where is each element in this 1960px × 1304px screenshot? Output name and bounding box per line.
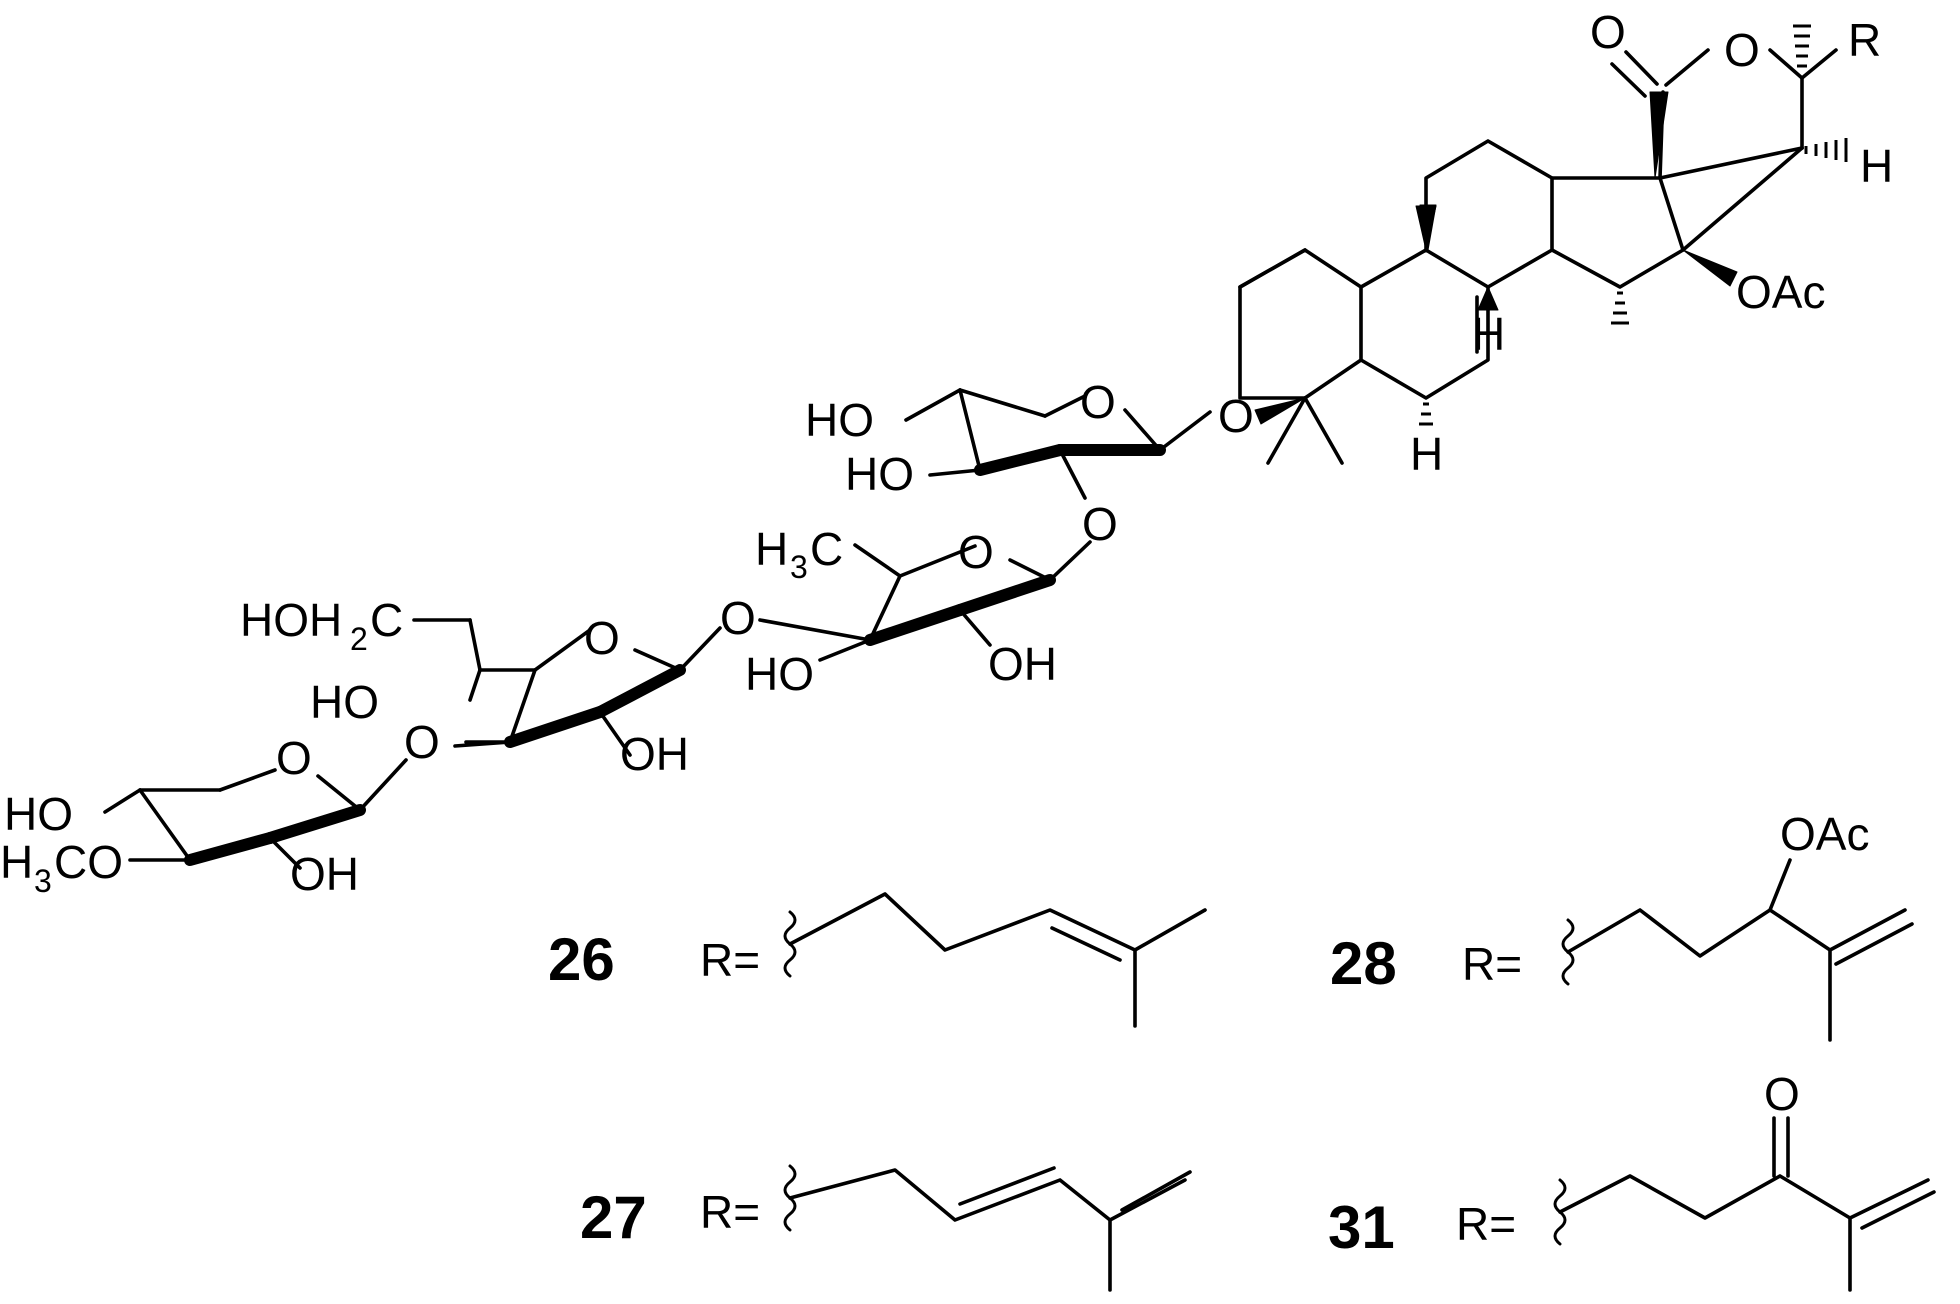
c22-methyl-hash [1793,24,1811,68]
c9-h-wedge [1477,286,1499,311]
xylose-3-hydroxyl-label: HO [845,448,914,500]
aglycone-core: O O R H OAc H H O [1218,6,1893,480]
side-chain-31 [1558,1174,1930,1220]
methylxylose-methoxy-label: CO [54,836,123,888]
side-chain-27 [788,1168,1187,1222]
glucose-ring: O HOH 2 C HO O OH [240,594,722,780]
compound-27: 27 R= [580,1164,1192,1292]
glucose-hydroxymethyl-c-label: C [370,594,403,646]
glycosidic-oxygen-label: O [1218,390,1254,442]
r-equals-label-26: R= [700,934,760,986]
ketone-oxygen-label-31: O [1764,1068,1800,1120]
ring-d-bonds [1550,176,1685,289]
methylxylose-hydroxyl-label: HO [4,788,73,840]
c3-o-wedge [1254,397,1306,425]
ring-a-bonds [1238,248,1363,400]
compound-26: 26 R= [548,892,1207,1028]
c5-h-hash [1419,402,1433,426]
c16-oac-wedge [1682,249,1738,287]
compound-31: 31 R= O [1328,1068,1936,1292]
xylose-ring: O HO HO O [805,376,1212,550]
ring-c-bonds [1424,139,1554,289]
lactone-oxygen-label: O [1724,24,1760,76]
xylose-ring-oxygen-label: O [1080,376,1116,428]
methylxylose-ring-oxygen-label: O [276,732,312,784]
glucose-3-oxygen-label: O [404,716,440,768]
rhamnose-ring: O H 3 C HO OH O [720,523,1092,700]
compound-number-27: 27 [580,1184,647,1251]
c16-acetoxy-label: OAc [1736,266,1825,318]
rhamnose-glucose-link-oxygen-label: O [720,592,756,644]
side-chain-28 [1566,908,1907,958]
rhamnose-methyl-c-label: C [810,523,843,575]
c14-methyl-hash [1611,291,1629,325]
c5-hydrogen-label: H [1410,428,1443,480]
compound-28: 28 R= OAc [1330,808,1914,1042]
xylose-4-hydroxyl-label: HO [805,394,874,446]
rhamnose-hydroxyl-left-label: HO [745,648,814,700]
r-equals-label-31: R= [1456,1198,1516,1250]
glucose-2-hydroxyl-label: OH [620,728,689,780]
compound-number-26: 26 [548,926,615,993]
rhamnose-hydroxyl-right-label: OH [988,638,1057,690]
rhamnose-ring-oxygen-label: O [958,526,994,578]
lactone-c-o [1664,48,1710,87]
side-chain-26 [788,892,1137,952]
r-group-label: R [1848,14,1881,66]
glucose-hydroxymethyl-subscript: 2 [350,621,368,657]
ring-b-bonds [1359,248,1490,400]
compound-number-31: 31 [1328,1194,1395,1261]
c9-hydrogen-label: H [1472,308,1505,360]
methylxylose-ring: O HO H 3 CO OH [0,732,408,900]
c20-hydrogen-label: H [1860,140,1893,192]
methylxylose-methoxy-h-label: H [0,836,33,888]
compound-number-28: 28 [1330,930,1397,997]
r-equals-label-27: R= [700,1186,760,1238]
rhamnose-methyl-subscript: 3 [790,549,808,585]
methylxylose-hydroxyl-right-label: OH [290,848,359,900]
carbonyl-oxygen-label: O [1590,6,1626,58]
glucose-ring-oxygen-label: O [584,612,620,664]
methylxylose-methoxy-subscript: 3 [34,863,52,899]
xylose-2-oxygen-label: O [1082,498,1118,550]
c20-h-hash [1804,138,1848,162]
r-equals-label-28: R= [1462,938,1522,990]
glucose-hydroxymethyl-label: HOH [240,594,342,646]
acetoxy-label-28: OAc [1780,808,1869,860]
glucose-4-hydroxyl-label: HO [310,676,379,728]
c13-lactone-wedge [1649,91,1669,179]
rhamnose-methyl-h-label: H [755,523,788,575]
